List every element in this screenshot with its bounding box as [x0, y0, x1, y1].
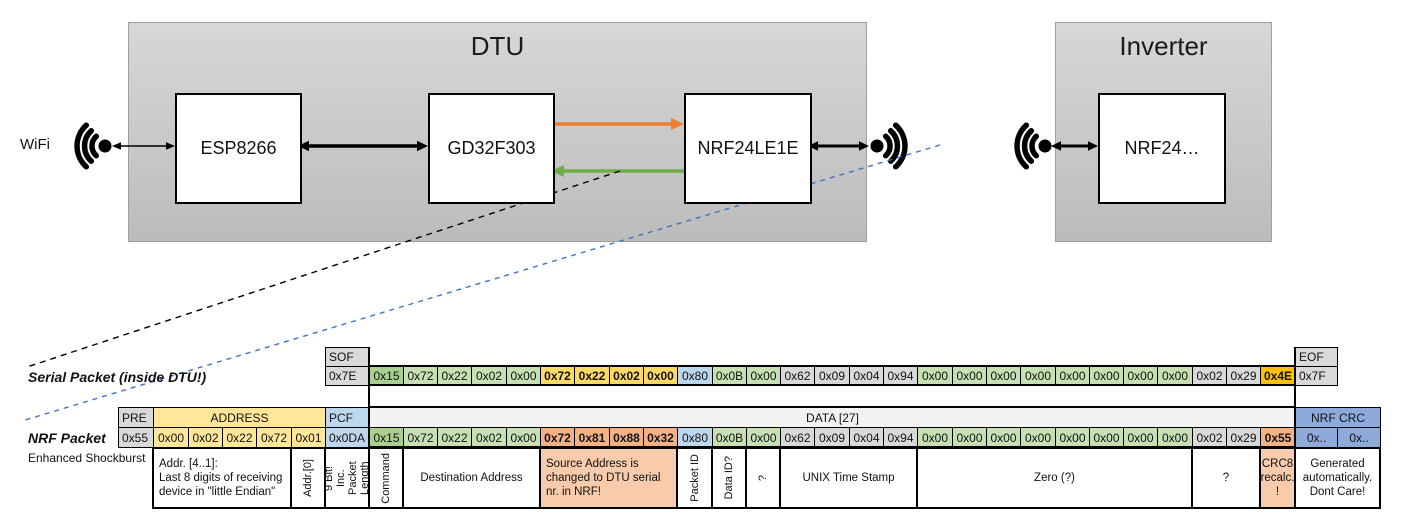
nrf-byte-11: 0x00 [746, 427, 781, 448]
nrf-byte-10: 0x0B [712, 427, 747, 448]
nrf-byte-3: 0x02 [471, 427, 507, 448]
nrf-byte-21: 0x00 [1089, 427, 1124, 448]
serial-byte-22: 0x00 [1123, 366, 1158, 386]
nrf-byte-14: 0x04 [849, 427, 884, 448]
serial-byte-17: 0x00 [952, 366, 987, 386]
nrf-byte-5: 0x72 [540, 427, 575, 448]
nrf-crc-byte-0: 0x.. [1295, 427, 1338, 448]
nrf-byte-0: 0x15 [369, 427, 404, 448]
serial-packet-label: Serial Packet (inside DTU!) [28, 369, 207, 385]
serial-byte-21: 0x00 [1089, 366, 1124, 386]
annotation-d11-8: ? [745, 447, 781, 509]
nrf-address-byte-1: 0x02 [188, 427, 223, 448]
annotation-d1-4: Destination Address [402, 447, 541, 509]
sof-value: 0x7E [325, 366, 370, 386]
nrf-byte-2: 0x22 [437, 427, 472, 448]
annotation-d26-12: CRC8 recalc. ! [1259, 447, 1296, 509]
serial-byte-14: 0x04 [849, 366, 884, 386]
nrf-byte-26: 0x55 [1260, 427, 1296, 448]
enhanced-shockburst-label: Enhanced Shockburst [28, 451, 146, 465]
serial-byte-7: 0x02 [609, 366, 644, 386]
annotation-a4-1: Addr.[0] [290, 447, 326, 509]
serial-byte-1: 0x72 [403, 366, 438, 386]
annotation-d0-3: Command [368, 447, 404, 509]
nrf-byte-13: 0x09 [814, 427, 850, 448]
serial-byte-19: 0x00 [1020, 366, 1056, 386]
nrf-byte-4: 0x00 [506, 427, 541, 448]
pcf-value: 0x0DA [325, 427, 370, 448]
serial-byte-15: 0x94 [883, 366, 918, 386]
sof-header: SOF [325, 347, 370, 367]
chip-inverter-nrf24: NRF24… [1098, 93, 1226, 204]
serial-byte-6: 0x22 [574, 366, 610, 386]
serial-byte-2: 0x22 [437, 366, 472, 386]
nrf-packet-label: NRF Packet [28, 430, 106, 446]
nrf-byte-12: 0x62 [780, 427, 815, 448]
nrf-byte-20: 0x00 [1055, 427, 1090, 448]
nrf-address-byte-0: 0x00 [153, 427, 189, 448]
data-header: DATA [27] [369, 407, 1296, 428]
dtu-title: DTU [470, 31, 525, 61]
wifi-label: WiFi [20, 136, 50, 153]
nrf-byte-16: 0x00 [917, 427, 953, 448]
chip-nrf24le1e: NRF24LE1E [684, 93, 812, 204]
serial-byte-26: 0x4E [1260, 366, 1296, 386]
inverter-title: Inverter [1119, 31, 1208, 61]
serial-byte-13: 0x09 [814, 366, 850, 386]
nrf-byte-24: 0x02 [1192, 427, 1227, 448]
nrf-byte-1: 0x72 [403, 427, 438, 448]
annotation-a0-0: Addr. [4..1]: Last 8 digits of receiving… [152, 447, 292, 509]
nrf-byte-15: 0x94 [883, 427, 918, 448]
nrf-crc-byte-1: 0x.. [1337, 427, 1381, 448]
chip-esp8266: ESP8266 [175, 93, 302, 204]
nrf-byte-8: 0x32 [643, 427, 678, 448]
nrf-byte-17: 0x00 [952, 427, 987, 448]
nrf-address-byte-3: 0x72 [256, 427, 292, 448]
pre-header: PRE [118, 407, 154, 428]
serial-byte-25: 0x29 [1226, 366, 1261, 386]
serial-byte-3: 0x02 [471, 366, 507, 386]
serial-byte-5: 0x72 [540, 366, 575, 386]
nrf-byte-19: 0x00 [1020, 427, 1056, 448]
serial-byte-24: 0x02 [1192, 366, 1227, 386]
serial-byte-4: 0x00 [506, 366, 541, 386]
eof-value: 0x7F [1295, 366, 1338, 386]
annotation-pcf-2: 9 Bit! Inc. Packet Length [323, 447, 371, 509]
pcf-header: PCF [325, 407, 370, 428]
nrf-byte-6: 0x81 [574, 427, 610, 448]
serial-byte-20: 0x00 [1055, 366, 1090, 386]
serial-byte-0: 0x15 [369, 366, 404, 386]
nrf-crc-header: NRF CRC [1295, 407, 1381, 428]
serial-byte-8: 0x00 [643, 366, 678, 386]
annotation-d12-9: UNIX Time Stamp [779, 447, 918, 509]
serial-byte-18: 0x00 [986, 366, 1021, 386]
table-connector-left [368, 347, 370, 509]
serial-byte-10: 0x0B [712, 366, 747, 386]
nrf-byte-18: 0x00 [986, 427, 1021, 448]
nrf-byte-23: 0x00 [1157, 427, 1193, 448]
annotation-d10-7: Data ID? [711, 447, 747, 509]
nrf-address-byte-4: 0x01 [291, 427, 326, 448]
serial-byte-11: 0x00 [746, 366, 781, 386]
eof-header: EOF [1295, 347, 1338, 367]
pre-value: 0x55 [118, 427, 154, 448]
serial-byte-16: 0x00 [917, 366, 953, 386]
table-connector-right [1294, 347, 1296, 509]
serial-byte-9: 0x80 [677, 366, 713, 386]
chip-gd32f303: GD32F303 [428, 93, 555, 204]
nrf-byte-22: 0x00 [1123, 427, 1158, 448]
serial-byte-23: 0x00 [1157, 366, 1193, 386]
nrf-byte-7: 0x88 [609, 427, 644, 448]
nrf-address-byte-2: 0x22 [222, 427, 257, 448]
serial-byte-12: 0x62 [780, 366, 815, 386]
nrf-byte-25: 0x29 [1226, 427, 1261, 448]
annotation-d16-10: Zero (?) [916, 447, 1193, 509]
annotation-d9-6: Packet ID [676, 447, 713, 509]
annotation-c0-13: Generated automatically. Dont Care! [1294, 447, 1381, 509]
nrf-byte-9: 0x80 [677, 427, 713, 448]
annotation-d5-5: Source Address is changed to DTU serial … [539, 447, 678, 509]
annotation-d24-11: ? [1191, 447, 1261, 509]
address-header: ADDRESS [153, 407, 326, 428]
